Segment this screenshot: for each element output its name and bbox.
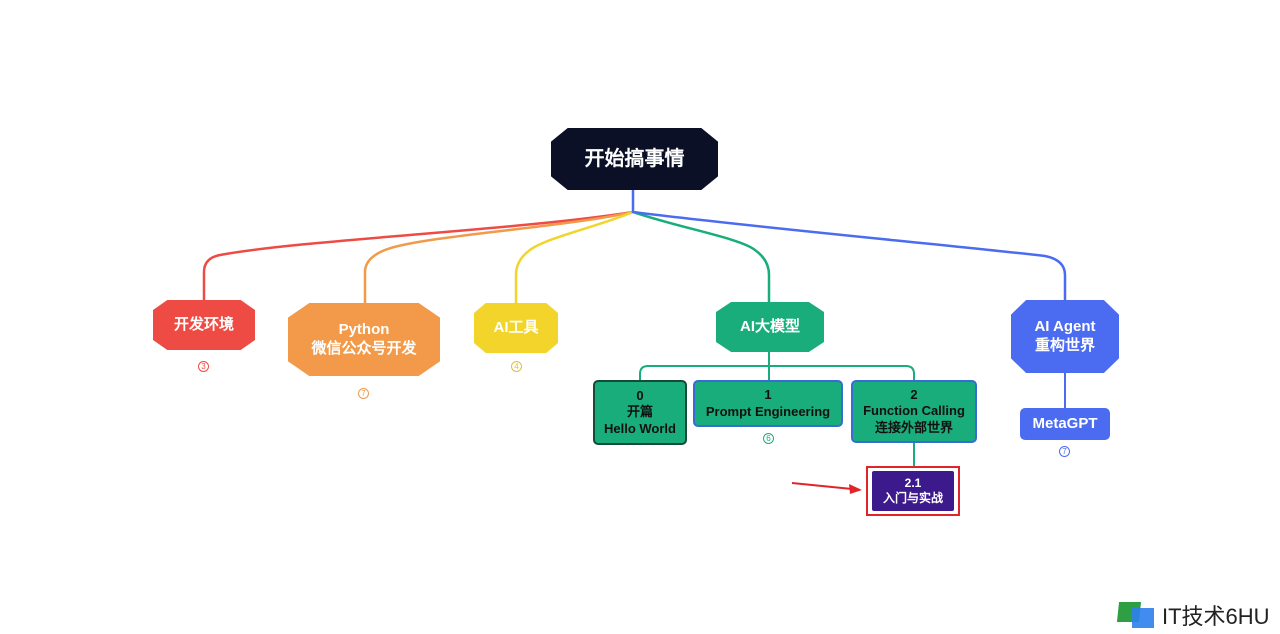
branch-label: AI工具 [493, 318, 539, 336]
highlight-frame [866, 466, 960, 516]
child-label: Hello World [604, 420, 676, 436]
child-number: 1 [764, 387, 772, 403]
child-number: 2.1 [904, 476, 922, 490]
branch-ai-llm[interactable]: AI大模型 [716, 302, 824, 352]
link-dev [202, 210, 635, 304]
count-badge[interactable]: 6 [763, 433, 774, 444]
child-number: 0 [636, 388, 644, 404]
branch-python-wechat[interactable]: Python 微信公众号开发 [288, 303, 440, 376]
branch-label: Python [338, 320, 390, 338]
child-label: Prompt Engineering [705, 403, 831, 419]
link-llm-children [639, 352, 915, 380]
count-badge[interactable]: 7 [1059, 446, 1070, 457]
child-label: 开篇 [626, 404, 653, 420]
child-number: 2 [910, 387, 918, 403]
watermark-text: IT技术6HU [1162, 604, 1270, 629]
count-badge[interactable]: 4 [511, 361, 522, 372]
branch-label: 微信公众号开发 [311, 339, 417, 357]
branch-label: 重构世界 [1034, 336, 1095, 354]
child-label: MetaGPT [1032, 414, 1098, 432]
child-label: Function Calling [863, 403, 965, 419]
root-node[interactable]: 开始搞事情 [551, 128, 718, 190]
branch-ai-agent[interactable]: AI Agent 重构世界 [1011, 300, 1119, 373]
branch-label: AI Agent [1034, 317, 1096, 335]
llm-child-intro[interactable]: 0 开篇 Hello World [593, 380, 687, 445]
branch-dev-environment[interactable]: 开发环境 [153, 300, 255, 350]
count-badge[interactable]: 7 [358, 388, 369, 399]
llm-child-prompt-engineering[interactable]: 1 Prompt Engineering [693, 380, 843, 427]
branch-ai-tools[interactable]: AI工具 [474, 303, 558, 353]
link-llm [631, 210, 771, 306]
agent-child-metagpt[interactable]: MetaGPT [1020, 408, 1110, 440]
branch-label: AI大模型 [739, 317, 800, 335]
watermark-logo-icon [1116, 600, 1156, 630]
link-python [363, 210, 635, 307]
highlight-arrow [791, 482, 862, 494]
child-label: 入门与实战 [882, 491, 943, 505]
link-agent [631, 210, 1067, 304]
count-badge[interactable]: 3 [198, 361, 209, 372]
fc-child-getting-started[interactable]: 2.1 入门与实战 [872, 471, 954, 511]
watermark: IT技术6HU [1116, 600, 1270, 630]
root-label: 开始搞事情 [584, 147, 685, 170]
branch-label: 开发环境 [173, 315, 234, 333]
link-aitools [514, 210, 635, 307]
llm-child-function-calling[interactable]: 2 Function Calling 连接外部世界 [851, 380, 977, 443]
child-label: 连接外部世界 [874, 419, 953, 435]
